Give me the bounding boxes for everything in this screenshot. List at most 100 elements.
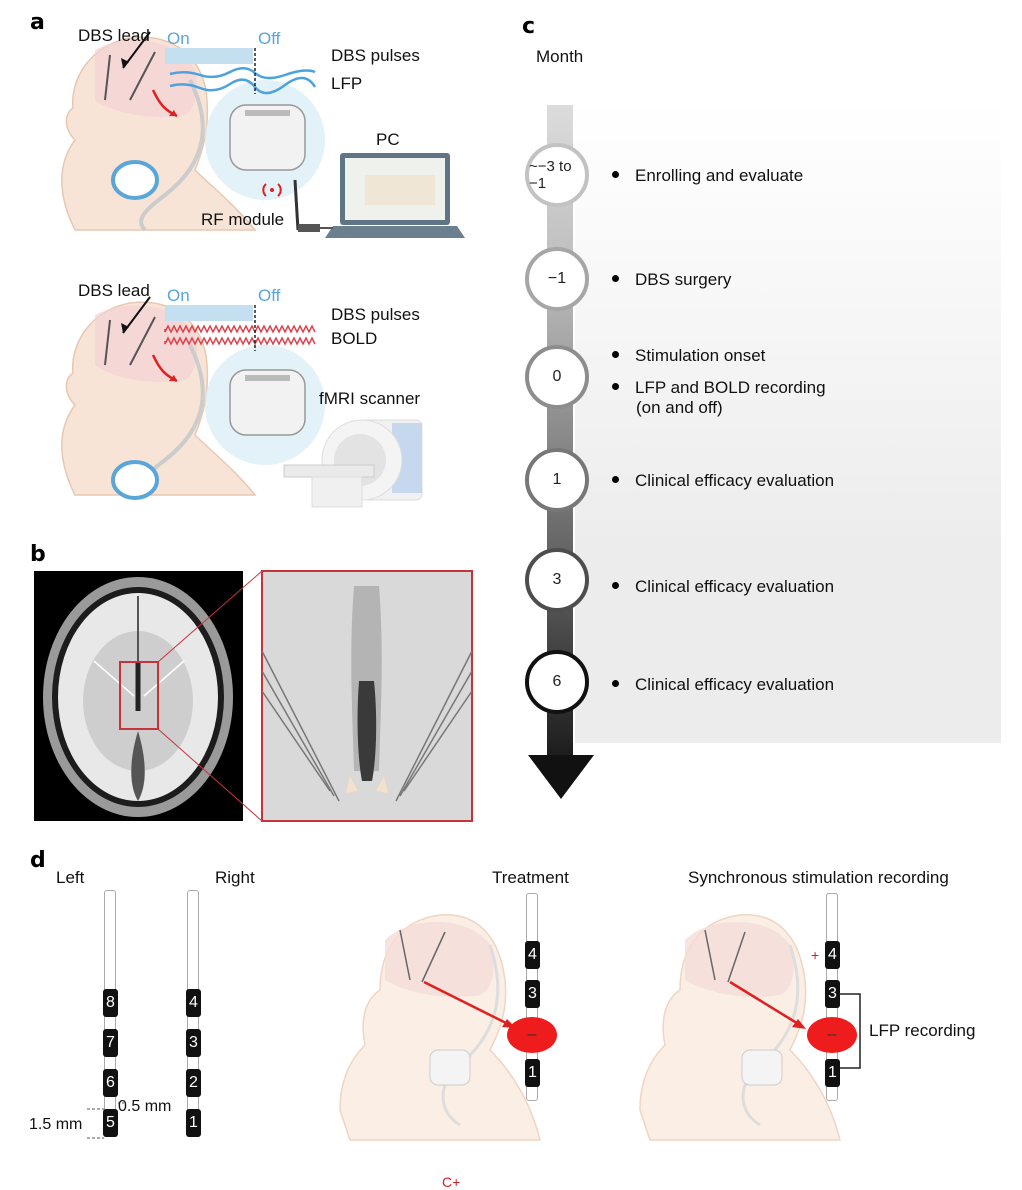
lfp-trace-1 [169, 67, 316, 80]
rf-module-label: RF module [201, 210, 285, 229]
dbs-lead-label: DBS lead [78, 281, 150, 300]
milestone-node: 0 [525, 345, 589, 409]
milestone-node: −1 [525, 247, 589, 311]
right-lead-label: Right [215, 868, 255, 887]
milestone-node: 6 [525, 650, 589, 714]
recording-bracket [840, 993, 861, 1069]
wireless-signal-icon [262, 183, 282, 197]
contact-length-label: 1.5 mm [29, 1116, 83, 1133]
bullet-icon [612, 680, 619, 688]
neurostimulator-icon [229, 104, 306, 171]
bullet-icon [612, 351, 619, 359]
month-axis-label: Month [536, 47, 584, 66]
signal-traces-bold [164, 305, 316, 351]
contact-2: 2 [186, 1069, 201, 1097]
ipg-small-icon [111, 160, 159, 200]
bold-trace-1 [164, 324, 316, 334]
milestone-item: Clinical efficacy evaluation [612, 577, 834, 597]
ipg-icon [741, 1049, 783, 1086]
laptop-icon [293, 153, 465, 238]
dbs-pulses-icon [165, 305, 253, 321]
ipg-icon [429, 1049, 471, 1086]
bullet-icon [612, 582, 619, 590]
dbs-pulses-label: DBS pulses [331, 46, 420, 65]
milestone-node: 1 [525, 448, 589, 512]
bullet-icon [612, 171, 619, 179]
rf-module-icon [298, 224, 320, 232]
case-anode-label: C+ [442, 1174, 461, 1190]
milestone-item: LFP and BOLD recording(on and off) [612, 378, 826, 418]
sync-head-illustration [639, 914, 841, 1141]
milestone-text: Stimulation onset [635, 346, 766, 365]
dbs-pulses-icon [165, 48, 253, 64]
milestone-text: Clinical efficacy evaluation [635, 675, 835, 694]
extension-wire-icon [139, 79, 205, 232]
milestone-text: DBS surgery [635, 270, 732, 289]
dbs-lead-right-icon [129, 316, 156, 366]
contact-8: 8 [103, 989, 118, 1017]
treatment-head-illustration [339, 914, 541, 1141]
milestone-node: 3 [525, 548, 589, 612]
contact-3: 3 [186, 1029, 201, 1057]
neurostimulator-icon [229, 369, 306, 436]
fmri-scanner-icon [283, 419, 423, 508]
milestone-item: Clinical efficacy evaluation [612, 675, 834, 695]
contact-1: 1 [186, 1109, 201, 1137]
bullet-icon [612, 383, 619, 391]
dbs-lead-left-icon [104, 319, 111, 366]
zoom-region-box [119, 661, 159, 730]
bullet-icon [612, 476, 619, 484]
dbs-lead-label: DBS lead [78, 26, 150, 45]
dbs-pulses-label: DBS pulses [331, 305, 420, 324]
left-lead-label: Left [56, 868, 85, 887]
cathode-contact-2: – [807, 1017, 857, 1053]
ipg-small-icon [111, 460, 159, 500]
milestone-item: Enrolling and evaluate [612, 166, 803, 186]
lfp-recording-label: LFP recording [869, 1021, 976, 1040]
brain-icon [95, 305, 197, 382]
contact-4: 4 [825, 941, 840, 969]
milestone-text: Clinical efficacy evaluation [635, 577, 835, 596]
off-label: Off [258, 286, 281, 305]
milestone-item: Stimulation onset [612, 346, 765, 366]
off-label: Off [258, 29, 281, 48]
contact-6: 6 [103, 1069, 118, 1097]
contact-3: 3 [525, 980, 540, 1008]
timeline-background [575, 100, 1001, 743]
head-illustration-top [61, 31, 325, 232]
panel-c-letter: c [522, 14, 536, 39]
head-illustration-bottom [61, 296, 325, 500]
panel-d-letter: d [30, 848, 46, 873]
contact-5: 5 [103, 1109, 118, 1137]
milestone-text: Enrolling and evaluate [635, 166, 804, 185]
contact-4: 4 [525, 941, 540, 969]
milestone-text: LFP and BOLD recording [635, 378, 826, 397]
treatment-title: Treatment [492, 868, 569, 887]
anode-label: + [811, 947, 820, 963]
brain-icon [385, 921, 494, 997]
signal-traces-lfp [165, 48, 317, 95]
contact-1: 1 [825, 1059, 840, 1087]
dimension-lines [87, 1102, 125, 1139]
contact-spacing-label: 0.5 mm [118, 1098, 172, 1115]
red-arrow-icon [423, 980, 511, 1027]
fmri-scanner-label: fMRI scanner [319, 389, 421, 408]
milestone-text: Clinical efficacy evaluation [635, 471, 835, 490]
pc-label: PC [376, 130, 400, 149]
dbs-lead-left-icon [104, 54, 111, 101]
bold-label: BOLD [331, 329, 378, 348]
on-label: On [167, 286, 190, 305]
milestone-node: ~−3 to −1 [525, 143, 589, 207]
lfp-label: LFP [331, 74, 363, 93]
lfp-trace-2 [169, 76, 317, 95]
panel-a-letter: a [30, 10, 45, 35]
brain-icon [685, 921, 794, 997]
contact-4: 4 [186, 989, 201, 1017]
bullet-icon [612, 275, 619, 283]
mri-figure [34, 570, 473, 822]
sync-title: Synchronous stimulation recording [688, 868, 949, 887]
on-label: On [167, 29, 190, 48]
contact-1: 1 [525, 1059, 540, 1087]
contact-3: 3 [825, 980, 840, 1008]
cathode-contact-2: – [507, 1017, 557, 1053]
